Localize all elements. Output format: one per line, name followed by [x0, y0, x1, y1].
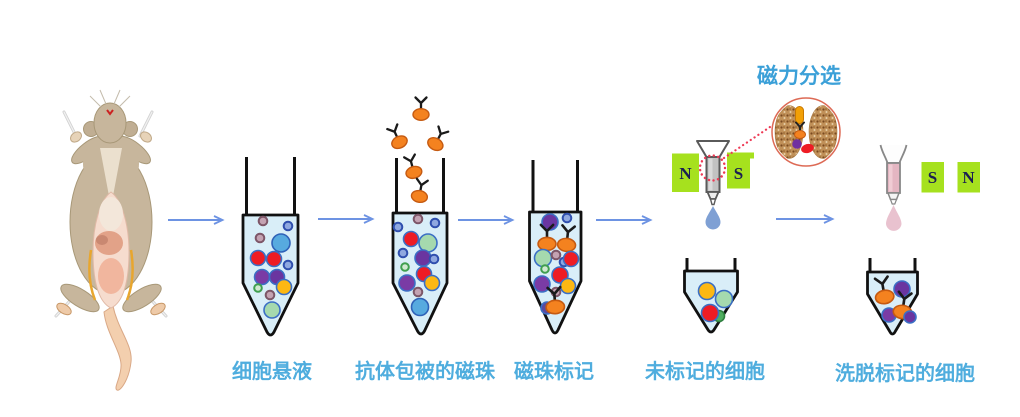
unlabeled-cells [697, 281, 734, 323]
tube-walls [531, 160, 579, 212]
magnet-s2-label: S [928, 168, 937, 187]
column-tip [886, 192, 901, 201]
tube-liquid [866, 270, 919, 336]
inset-capsule-cell [795, 106, 804, 124]
label-cell-suspension: 细胞悬液 [232, 359, 312, 383]
label-antibody-coated-beads: 抗体包被的磁珠 [355, 359, 495, 383]
mouse-nose [106, 109, 114, 116]
sorting-column-assembly: N S [672, 125, 772, 230]
mouse-chest [100, 148, 122, 196]
mouse-head [93, 102, 127, 144]
mouse-illustration [54, 89, 168, 391]
magnet-n-label: N [679, 164, 692, 183]
eluted-labeled-cells [870, 274, 917, 324]
tube-unlabeled-cells [683, 258, 739, 334]
tube-cell-suspension [241, 157, 300, 337]
tube-bead-labeled [528, 160, 583, 335]
flow-arrows [168, 214, 835, 225]
mouse-whiskers [89, 89, 131, 108]
droplet-pink [886, 205, 902, 231]
suspended-cells [392, 213, 441, 317]
magnetic-sorting-title: 磁力分选 [757, 64, 841, 88]
magnet-n2-block [957, 162, 980, 193]
inset-red-cell [801, 143, 814, 154]
tube-eluted-cells [866, 258, 919, 336]
inset-purple-cell [792, 139, 802, 149]
label-unlabeled-cells: 未标记的细胞 [645, 359, 765, 383]
tube-liquid [683, 269, 739, 334]
column-flare [879, 144, 908, 164]
elution-column-assembly: S N [879, 144, 980, 231]
magnet-s2-block [921, 162, 944, 193]
column-nozzle [709, 198, 717, 206]
column-tip [706, 191, 720, 200]
column-body [705, 156, 721, 193]
magnet-n2-label: N [962, 168, 975, 187]
tube-walls [868, 258, 917, 272]
bead-matrix-right [808, 105, 838, 159]
tube-walls [685, 258, 737, 271]
magnet-s-block [727, 152, 754, 189]
inset-bead [794, 130, 806, 139]
magnet-s-label: S [734, 164, 743, 183]
tube-walls [395, 158, 445, 213]
magnet-n-block [672, 153, 699, 192]
column-nozzle [889, 198, 898, 205]
column-funnel [696, 140, 730, 158]
falling-bead-antibody [383, 96, 452, 205]
mouse-hindlimbs [56, 283, 166, 316]
droplet-blue [705, 206, 721, 230]
tube-walls [245, 157, 296, 215]
mouse-tail [103, 305, 132, 391]
label-eluted-labeled-cells: 洗脱标记的细胞 [835, 361, 975, 385]
zoom-dotted-line [722, 125, 772, 160]
labeled-cells [533, 212, 580, 316]
zoom-dotted-circle [698, 154, 727, 182]
tube-antibody-beads [383, 96, 452, 336]
column-magnified-inset [771, 97, 841, 167]
suspended-cells [249, 215, 294, 319]
mouse-belly-incision [88, 191, 134, 309]
column-body-pink [886, 162, 901, 194]
label-bead-labeling: 磁珠标记 [514, 359, 594, 383]
